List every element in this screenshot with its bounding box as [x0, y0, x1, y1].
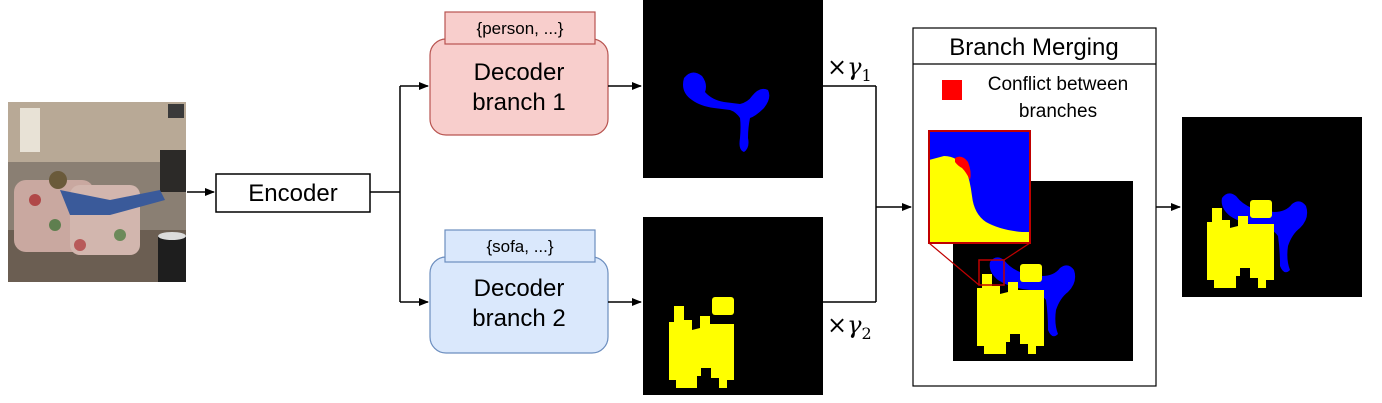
gamma1-weight: ×γ1 [827, 53, 872, 85]
conflict-zoom-inset [928, 130, 1031, 244]
decoder-branch1-box [429, 38, 609, 136]
conflict-legend-line2: branches [1019, 101, 1097, 122]
encoder-box [215, 173, 371, 213]
conflict-region-box [978, 259, 1005, 286]
merge-connector [823, 85, 877, 303]
branch2-title-line2: branch 2 [472, 305, 565, 332]
branch-merging-title: Branch Merging [949, 34, 1118, 61]
conflict-legend-line1: Conflict between [988, 74, 1128, 95]
branch1-title-line2: branch 1 [472, 89, 565, 116]
branch1-class-tag [444, 11, 596, 45]
encoder-split-connector [370, 86, 401, 302]
branch1-output-mask [643, 0, 823, 178]
branch2-output-mask [643, 217, 823, 395]
branch2-title-line1: Decoder [474, 275, 565, 302]
input-image [8, 102, 186, 282]
branch1-tag-text: {person, ...} [477, 19, 564, 38]
final-merged-mask [1182, 117, 1362, 297]
branch2-class-tag [444, 229, 596, 263]
gamma2-weight: ×γ2 [827, 311, 872, 343]
conflict-legend-swatch [942, 80, 962, 100]
zoom-connector-lines [928, 242, 1031, 286]
branch1-title-line1: Decoder [474, 59, 565, 86]
branch2-tag-text: {sofa, ...} [486, 237, 553, 256]
encoder-label: Encoder [248, 180, 337, 207]
